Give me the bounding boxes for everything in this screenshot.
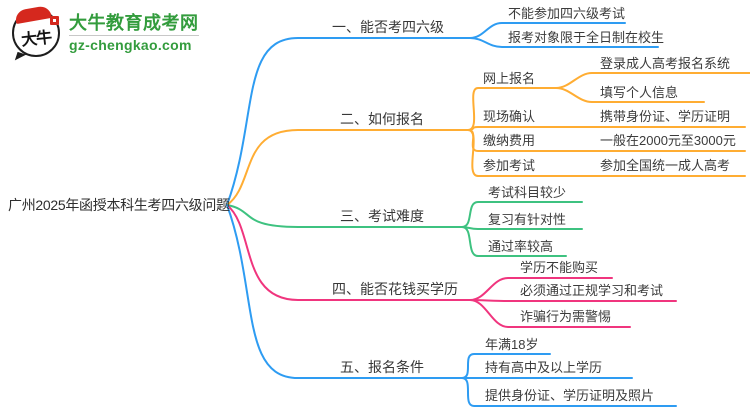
branch-3-label[interactable]: 三、考试难度 xyxy=(340,208,424,224)
logo-red-arc xyxy=(14,4,52,25)
branch-2-child-2[interactable]: 现场确认 xyxy=(483,109,536,124)
logo-mark-icon: 大牛 xyxy=(12,4,60,64)
branch-2-grandchild-3[interactable]: 携带身份证、学历证明 xyxy=(600,109,731,124)
branch-5-child-1[interactable]: 年满18岁 xyxy=(485,337,539,352)
logo-seal-icon xyxy=(50,16,59,25)
branch-5-label[interactable]: 五、报名条件 xyxy=(340,359,424,375)
branch-2-child-3[interactable]: 缴纳费用 xyxy=(483,133,536,148)
logo-title: 大牛教育成考网 xyxy=(69,13,199,33)
branch-2-grandchild-4[interactable]: 一般在2000元至3000元 xyxy=(600,133,736,148)
connector-branch-2 xyxy=(226,129,469,206)
branch-3-child-1[interactable]: 考试科目较少 xyxy=(488,185,567,200)
branch-2-grandchild-5[interactable]: 参加全国统一成人高考 xyxy=(600,158,731,173)
branch-4-child-3[interactable]: 诈骗行为需警惕 xyxy=(520,309,612,324)
logo-text: 大牛教育成考网 gz-chengkao.com xyxy=(69,13,199,53)
branch-5-child-2[interactable]: 持有高中及以上学历 xyxy=(485,360,603,375)
branch-5-child-3[interactable]: 提供身份证、学历证明及照片 xyxy=(485,388,655,403)
logo-url: gz-chengkao.com xyxy=(69,35,199,53)
logo: 大牛 大牛教育成考网 gz-chengkao.com xyxy=(12,4,199,64)
connector-branch-2-child-2 xyxy=(467,126,746,131)
branch-2-child-1[interactable]: 网上报名 xyxy=(483,71,536,86)
branch-1-child-2[interactable]: 报考对象限于全日制在校生 xyxy=(508,30,665,45)
branch-1-label[interactable]: 一、能否考四六级 xyxy=(332,19,444,35)
branch-4-child-1[interactable]: 学历不能购买 xyxy=(520,260,599,275)
branch-2-grandchild-2[interactable]: 填写个人信息 xyxy=(600,85,679,100)
branch-4-label[interactable]: 四、能否花钱买学历 xyxy=(332,281,458,297)
branch-2-child-4[interactable]: 参加考试 xyxy=(483,158,536,173)
branch-1-child-1[interactable]: 不能参加四六级考试 xyxy=(508,6,626,21)
branch-3-child-3[interactable]: 通过率较高 xyxy=(488,239,554,254)
central-topic[interactable]: 广州2025年函授本科生考四六级问题 xyxy=(8,197,230,213)
logo-symbol: 大牛 xyxy=(20,26,53,50)
branch-2-grandchild-1[interactable]: 登录成人高考报名系统 xyxy=(600,56,731,71)
connector-branch-4-child-2 xyxy=(469,299,677,302)
branch-4-child-2[interactable]: 必须通过正规学习和考试 xyxy=(520,283,664,298)
branch-2-label[interactable]: 二、如何报名 xyxy=(340,111,424,127)
branch-3-child-2[interactable]: 复习有针对性 xyxy=(488,212,567,227)
logo-bubble-tail xyxy=(14,51,27,64)
